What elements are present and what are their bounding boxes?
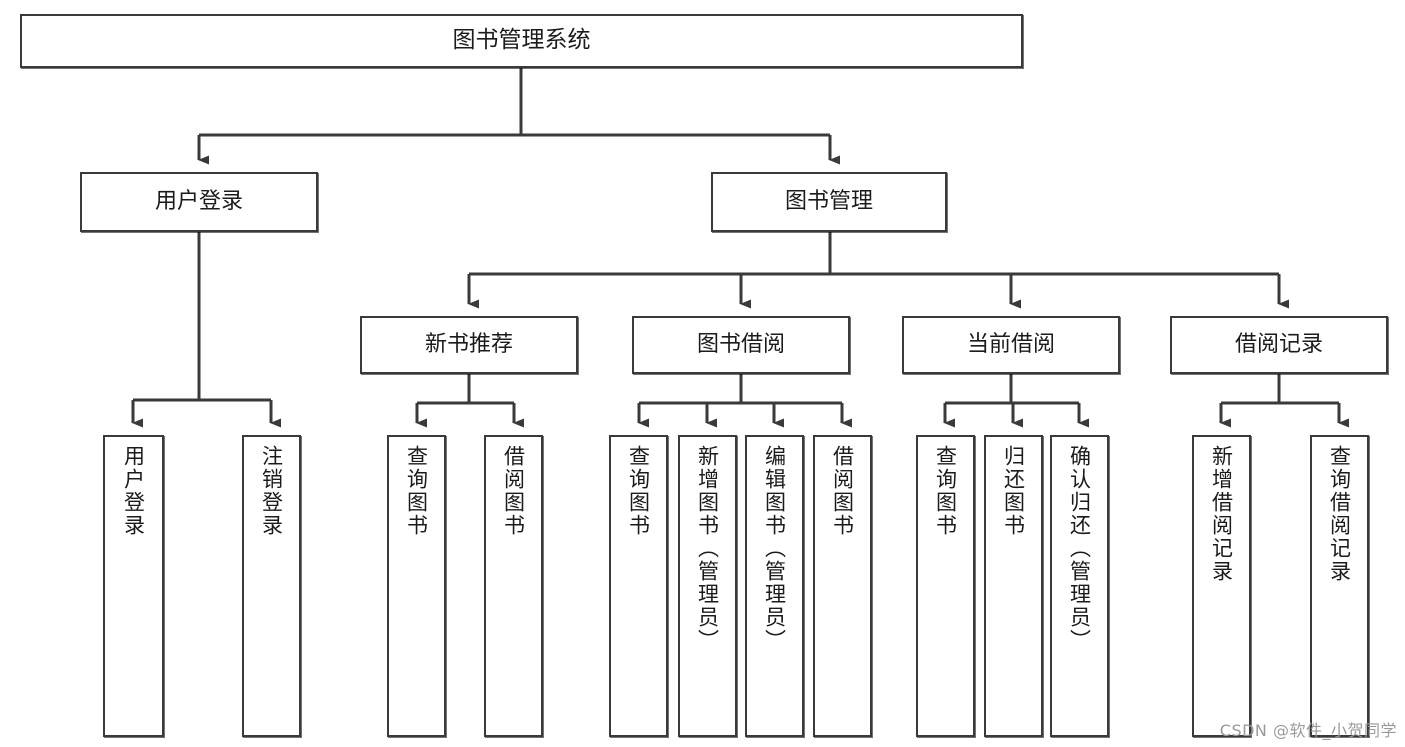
node-leaf-edit-book-admin[interactable]: 编辑图书（管理员） <box>745 435 804 737</box>
node-user-login[interactable]: 用户登录 <box>80 172 318 232</box>
node-user-login-label: 用户登录 <box>154 189 243 215</box>
node-book-borrow[interactable]: 图书借阅 <box>632 316 850 374</box>
node-leaf-confirm-return[interactable]: 确认归还（管理员） <box>1050 435 1109 737</box>
node-root[interactable]: 图书管理系统 <box>20 14 1023 68</box>
node-new-book-recommend[interactable]: 新书推荐 <box>360 316 578 374</box>
node-leaf-add-book-admin[interactable]: 新增图书（管理员） <box>678 435 737 737</box>
node-leaf-query-book-3-label: 查询图书 <box>933 445 958 537</box>
node-leaf-borrow-book-1[interactable]: 借阅图书 <box>484 435 543 737</box>
node-leaf-return-book[interactable]: 归还图书 <box>984 435 1043 737</box>
node-new-book-recommend-label: 新书推荐 <box>424 332 513 358</box>
node-leaf-borrow-book-2-label: 借阅图书 <box>830 445 855 537</box>
node-leaf-query-book-1[interactable]: 查询图书 <box>387 435 446 737</box>
node-root-label: 图书管理系统 <box>452 27 591 54</box>
node-leaf-user-login-label: 用户登录 <box>121 445 146 537</box>
node-leaf-user-login[interactable]: 用户登录 <box>103 435 164 737</box>
node-leaf-confirm-return-label: 确认归还（管理员） <box>1067 445 1092 652</box>
node-leaf-query-book-2-label: 查询图书 <box>626 445 651 537</box>
node-leaf-query-borrow-record[interactable]: 查询借阅记录 <box>1310 435 1369 737</box>
node-current-borrow[interactable]: 当前借阅 <box>902 316 1120 374</box>
node-leaf-add-borrow-record-label: 新增借阅记录 <box>1209 445 1234 583</box>
node-leaf-add-borrow-record[interactable]: 新增借阅记录 <box>1192 435 1251 737</box>
node-leaf-query-book-2[interactable]: 查询图书 <box>609 435 668 737</box>
node-leaf-add-book-admin-label: 新增图书（管理员） <box>695 445 720 652</box>
node-leaf-borrow-book-2[interactable]: 借阅图书 <box>813 435 872 737</box>
node-borrow-record-label: 借阅记录 <box>1234 332 1323 358</box>
node-leaf-query-borrow-record-label: 查询借阅记录 <box>1327 445 1352 583</box>
node-leaf-query-book-3[interactable]: 查询图书 <box>916 435 975 737</box>
node-leaf-query-book-1-label: 查询图书 <box>404 445 429 537</box>
node-book-manage-label: 图书管理 <box>784 189 873 215</box>
node-leaf-logout-login-label: 注销登录 <box>259 445 284 537</box>
node-book-manage[interactable]: 图书管理 <box>711 172 947 232</box>
node-leaf-edit-book-admin-label: 编辑图书（管理员） <box>762 445 787 652</box>
node-current-borrow-label: 当前借阅 <box>966 332 1055 358</box>
node-leaf-return-book-label: 归还图书 <box>1001 445 1026 537</box>
node-leaf-borrow-book-1-label: 借阅图书 <box>501 445 526 537</box>
node-book-borrow-label: 图书借阅 <box>696 332 785 358</box>
node-borrow-record[interactable]: 借阅记录 <box>1170 316 1388 374</box>
node-leaf-logout-login[interactable]: 注销登录 <box>242 435 301 737</box>
